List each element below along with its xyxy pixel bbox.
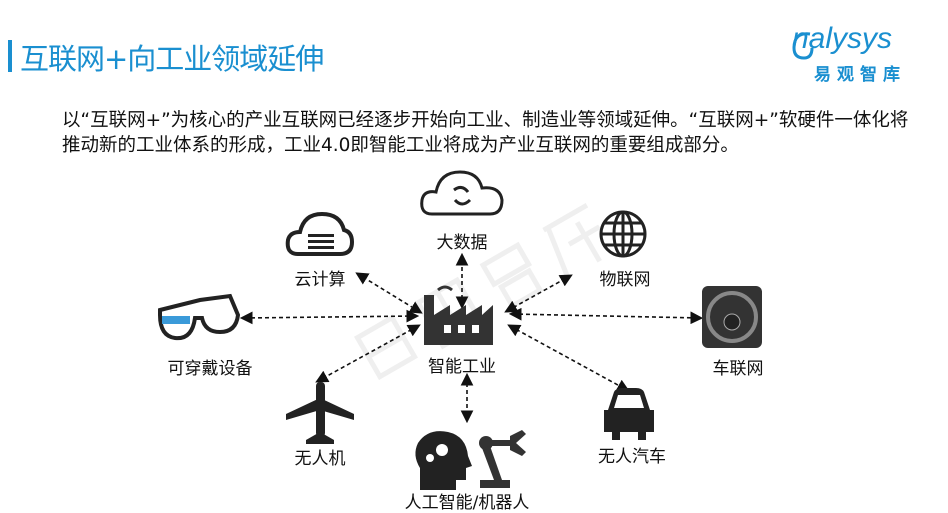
robot-arm-icon xyxy=(479,430,526,488)
label-ai-robot: 人工智能/机器人 xyxy=(404,493,530,513)
label-smart-industry: 智能工业 xyxy=(428,357,496,377)
title-accent-bar xyxy=(8,40,12,72)
factory-icon xyxy=(424,285,493,345)
label-big-data: 大数据 xyxy=(436,233,488,253)
label-wearable: 可穿戴设备 xyxy=(167,359,253,379)
cloud-sync-icon xyxy=(420,170,504,216)
intro-paragraph: 以“互联网+”为核心的产业互联网已经逐步开始向工业、制造业等领域延伸。“互联网+… xyxy=(62,110,909,156)
logo-text-cn: 易观智库 xyxy=(814,65,906,85)
label-drone: 无人机 xyxy=(294,449,346,469)
arrow-wearable xyxy=(239,309,420,325)
car-icon xyxy=(604,388,654,440)
arrow-car xyxy=(507,324,630,392)
cloud-server-icon xyxy=(285,211,355,256)
airplane-icon xyxy=(286,382,354,444)
page-title: 互联网+向工业领域延伸 xyxy=(20,42,324,76)
ai-head-icon xyxy=(415,431,472,490)
logo-swoosh-icon xyxy=(792,32,814,60)
car-steering-wheel-icon xyxy=(702,286,762,348)
label-driverless-car: 无人汽车 xyxy=(598,447,666,467)
label-iot: 物联网 xyxy=(599,270,651,290)
arrow-cloud xyxy=(355,272,423,314)
globe-icon xyxy=(599,210,647,258)
logo-text-en: nalysys xyxy=(792,22,893,55)
label-iov: 车联网 xyxy=(712,359,764,379)
arrow-iov xyxy=(508,307,704,325)
arrow-drone xyxy=(315,324,421,383)
arrow-iot xyxy=(504,274,573,313)
label-cloud-computing: 云计算 xyxy=(294,270,346,290)
smart-glasses-icon xyxy=(158,293,241,341)
